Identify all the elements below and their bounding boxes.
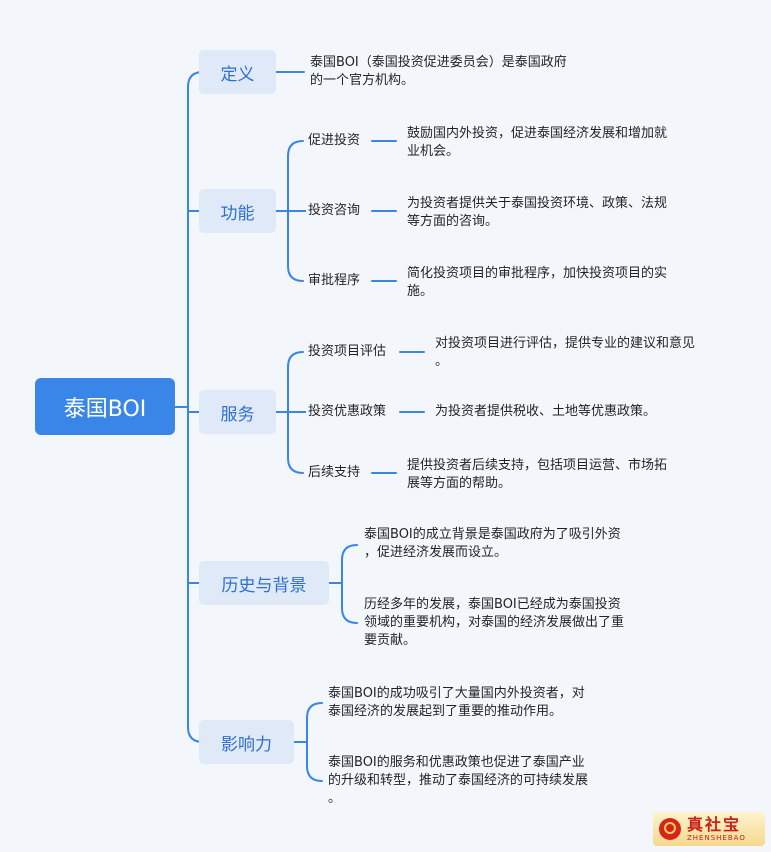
root-node[interactable]: 泰国BOI — [35, 378, 175, 435]
branch-function[interactable]: 功能 — [199, 189, 276, 233]
branch-service[interactable]: 服务 — [199, 390, 276, 434]
branch-history[interactable]: 历史与背景 — [199, 561, 329, 605]
approval-process-text: 简化投资项目的审批程序，加快投资项目的实 施。 — [407, 265, 667, 301]
text-line: 等方面的咨询。 — [407, 214, 499, 229]
definition-text: 泰国BOI（泰国投资促进委员会）是泰国政府 的一个官方机构。 — [310, 54, 567, 90]
text-line: 业机会。 — [407, 144, 460, 159]
follow-up-support-text: 提供投资者后续支持，包括项目运营、市场拓 展等方面的帮助。 — [407, 457, 667, 493]
text-line: 泰国BOI的服务和优惠政策也促进了泰国产业 — [328, 755, 585, 770]
text-line: 泰国经济的发展起到了重要的推动作用。 — [328, 704, 563, 719]
sub-investment-consulting[interactable]: 投资咨询 — [306, 202, 363, 220]
logo-cn: 真社宝 — [687, 814, 742, 834]
globe-hands-icon — [659, 818, 681, 840]
brand-logo: 真社宝 ZHENSHEBAO — [653, 812, 765, 846]
text-line: 的一个官方机构。 — [310, 73, 415, 88]
text-line: 对投资项目进行评估，提供专业的建议和意见 — [435, 336, 696, 351]
text-line: 为投资者提供税收、土地等优惠政策。 — [435, 404, 657, 419]
influence-text-1: 泰国BOI的成功吸引了大量国内外投资者，对 泰国经济的发展起到了重要的推动作用。 — [328, 685, 585, 721]
text-line: 提供投资者后续支持，包括项目运营、市场拓 — [407, 458, 668, 473]
text-line: 领域的重要机构，对泰国的经济发展做出了重 — [364, 615, 625, 630]
text-line: 泰国BOI（泰国投资促进委员会）是泰国政府 — [310, 55, 567, 70]
text-line: ，促进经济发展而设立。 — [364, 545, 508, 560]
history-text-1: 泰国BOI的成立背景是泰国政府为了吸引外资 ，促进经济发展而设立。 — [364, 526, 621, 562]
text-line: 简化投资项目的审批程序，加快投资项目的实 — [407, 266, 668, 281]
sub-approval-process[interactable]: 审批程序 — [306, 272, 363, 290]
branch-definition[interactable]: 定义 — [199, 50, 276, 94]
text-line: 历经多年的发展，泰国BOI已经成为泰国投资 — [364, 597, 621, 612]
text-line: 。 — [328, 791, 342, 806]
text-line: 泰国BOI的成功吸引了大量国内外投资者，对 — [328, 686, 585, 701]
incentive-policy-text: 为投资者提供税收、土地等优惠政策。 — [435, 403, 656, 421]
logo-en: ZHENSHEBAO — [687, 833, 746, 842]
text-line: 施。 — [407, 284, 434, 299]
text-line: 鼓励国内外投资，促进泰国经济发展和增加就 — [407, 126, 668, 141]
text-line: 泰国BOI的成立背景是泰国政府为了吸引外资 — [364, 527, 621, 542]
text-line: 展等方面的帮助。 — [407, 476, 512, 491]
text-line: 为投资者提供关于泰国投资环境、政策、法规 — [407, 196, 668, 211]
sub-follow-up-support[interactable]: 后续支持 — [306, 464, 363, 482]
branch-influence[interactable]: 影响力 — [199, 720, 294, 764]
logo-text: 真社宝 ZHENSHEBAO — [687, 814, 746, 843]
history-text-2: 历经多年的发展，泰国BOI已经成为泰国投资 领域的重要机构，对泰国的经济发展做出… — [364, 596, 624, 650]
project-evaluation-text: 对投资项目进行评估，提供专业的建议和意见 。 — [435, 335, 695, 371]
promote-investment-text: 鼓励国内外投资，促进泰国经济发展和增加就 业机会。 — [407, 125, 667, 161]
sub-incentive-policy[interactable]: 投资优惠政策 — [306, 403, 389, 421]
sub-project-evaluation[interactable]: 投资项目评估 — [306, 343, 389, 361]
sub-promote-investment[interactable]: 促进投资 — [306, 132, 363, 150]
text-line: 要贡献。 — [364, 633, 417, 648]
text-line: 的升级和转型，推动了泰国经济的可持续发展 — [328, 773, 589, 788]
text-line: 。 — [435, 354, 449, 369]
influence-text-2: 泰国BOI的服务和优惠政策也促进了泰国产业 的升级和转型，推动了泰国经济的可持续… — [328, 754, 588, 808]
investment-consulting-text: 为投资者提供关于泰国投资环境、政策、法规 等方面的咨询。 — [407, 195, 667, 231]
